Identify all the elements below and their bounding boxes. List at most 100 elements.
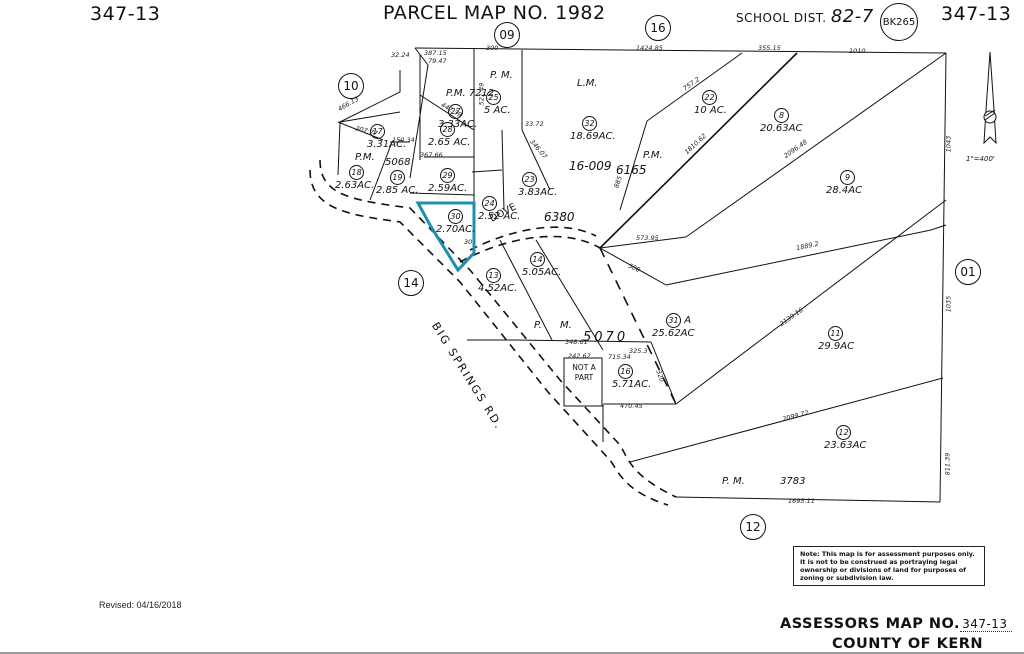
parcel-id: 16 xyxy=(620,367,631,376)
parcel-id: 31 xyxy=(668,316,679,325)
map-number-left: 347-13 xyxy=(90,3,161,25)
county-label: COUNTY OF KERN xyxy=(832,636,984,652)
label-5070: 5070 xyxy=(583,330,629,345)
parcel-27[interactable]: 27 3.33AC. xyxy=(438,104,477,130)
adjacent-map-label: 09 xyxy=(499,28,515,42)
book-badge-label: BK265 xyxy=(882,16,916,28)
dim: 242.62 xyxy=(568,352,591,360)
dim: 325.3 xyxy=(629,347,648,355)
adjacent-map-09[interactable]: 09 xyxy=(494,22,520,48)
parcel-23[interactable]: 23 3.83AC. xyxy=(518,172,557,198)
map-number-right: 347-13 xyxy=(941,3,1012,25)
adjacent-map-label: 14 xyxy=(403,276,419,290)
dim: 355.15 xyxy=(758,44,781,52)
assessor-map-number: ASSESSORS MAP NO.347-13 xyxy=(780,616,1012,632)
label-5068: 5068 xyxy=(385,157,411,168)
dim: 300 xyxy=(486,44,499,52)
parcel-16[interactable]: 16 5.71AC. xyxy=(612,364,651,390)
parcel-id: 13 xyxy=(488,271,499,280)
adjacent-map-label: 01 xyxy=(960,265,976,279)
label-6380: 6380 xyxy=(544,210,575,224)
assessor-map-value: 347-13 xyxy=(960,617,1012,632)
label-pm-m: M. xyxy=(560,320,572,331)
adjacent-map-16[interactable]: 16 xyxy=(645,15,671,41)
dim: 1043 xyxy=(944,135,953,153)
school-district-value: 82-7 xyxy=(830,6,874,27)
parcel-acreage: 25.62AC xyxy=(652,328,695,339)
parcel-acreage: 3.33AC. xyxy=(438,119,478,130)
dim: 466.13 xyxy=(336,94,361,114)
parcel-31[interactable]: 31 A 25.62AC xyxy=(652,313,694,339)
parcel-acreage: 28.4AC xyxy=(826,185,863,196)
adjacent-map-label: 12 xyxy=(745,520,761,534)
parcel-acreage: 3.83AC. xyxy=(518,187,558,198)
parcel-id: 32 xyxy=(584,119,595,128)
dim: 30 xyxy=(464,238,473,246)
adjacent-map-10[interactable]: 10 xyxy=(338,73,364,99)
dim: 470.45 xyxy=(620,402,643,410)
parcel-id: 22 xyxy=(704,93,715,102)
dim: 348.61 xyxy=(565,338,588,346)
parcel-acreage: 2.85 AC. xyxy=(376,185,419,196)
dim: 757.2 xyxy=(681,75,702,93)
parcel-acreage: 4.52AC. xyxy=(478,283,518,294)
label-3783: 3783 xyxy=(780,476,806,487)
parcel-suffix: A xyxy=(684,315,692,326)
disclaimer-note: Note: This map is for assessment purpose… xyxy=(793,546,985,586)
label-6165: 6165 xyxy=(616,163,647,177)
label-pm-top: P. M. xyxy=(490,70,513,81)
parcel-acreage: 23.63AC xyxy=(824,440,867,451)
dim: 320 xyxy=(654,368,667,384)
parcel-id: 25 xyxy=(488,93,499,102)
parcel-id: 23 xyxy=(524,175,535,184)
dim: 367.66 xyxy=(420,151,443,159)
dim: 1695.11 xyxy=(788,497,815,505)
label-pm-6165: P.M. xyxy=(643,150,663,161)
parcel-id: 17 xyxy=(372,127,383,136)
dim: 346.07 xyxy=(527,137,549,161)
parcel-acreage: 5 AC. xyxy=(484,105,511,116)
label-pm-p: P. xyxy=(534,320,542,331)
parcel-id: 28 xyxy=(442,125,453,134)
scale-label: 1"=400' xyxy=(966,155,995,163)
adjacent-map-01[interactable]: 01 xyxy=(955,259,981,285)
revised-date: Revised: 04/16/2018 xyxy=(99,600,182,610)
parcel-acreage: 2.70AC. xyxy=(436,224,476,235)
dim: 150.34 xyxy=(392,136,415,144)
parcel-acreage: 2.65 AC. xyxy=(428,137,471,148)
dim: 521.49 xyxy=(477,82,486,106)
adjacent-map-12[interactable]: 12 xyxy=(740,514,766,540)
dim: 500 xyxy=(626,261,642,275)
school-district: SCHOOL DIST. 82-7 xyxy=(736,6,874,27)
parcel-28[interactable]: 28 2.65 AC. xyxy=(428,122,470,148)
adjacent-map-label: 16 xyxy=(650,21,666,35)
dim: 885 xyxy=(612,174,625,190)
label-pm-3783: P. M. xyxy=(722,476,745,487)
parcel-12[interactable]: 12 23.63AC xyxy=(824,425,866,451)
parcel-25[interactable]: 25 5 AC. xyxy=(484,90,511,116)
adjacent-map-14[interactable]: 14 xyxy=(398,270,424,296)
parcel-id: 27 xyxy=(450,107,461,116)
dim: 1889.2 xyxy=(795,239,820,253)
parcel-acreage: 5.71AC. xyxy=(612,379,652,390)
dim: 1035 xyxy=(944,295,953,313)
parcel-13[interactable]: 13 4.52AC. xyxy=(478,268,517,294)
dim: 33.72 xyxy=(525,120,544,128)
parcel-id: 11 xyxy=(830,329,841,338)
parcel-id: 12 xyxy=(838,428,849,437)
